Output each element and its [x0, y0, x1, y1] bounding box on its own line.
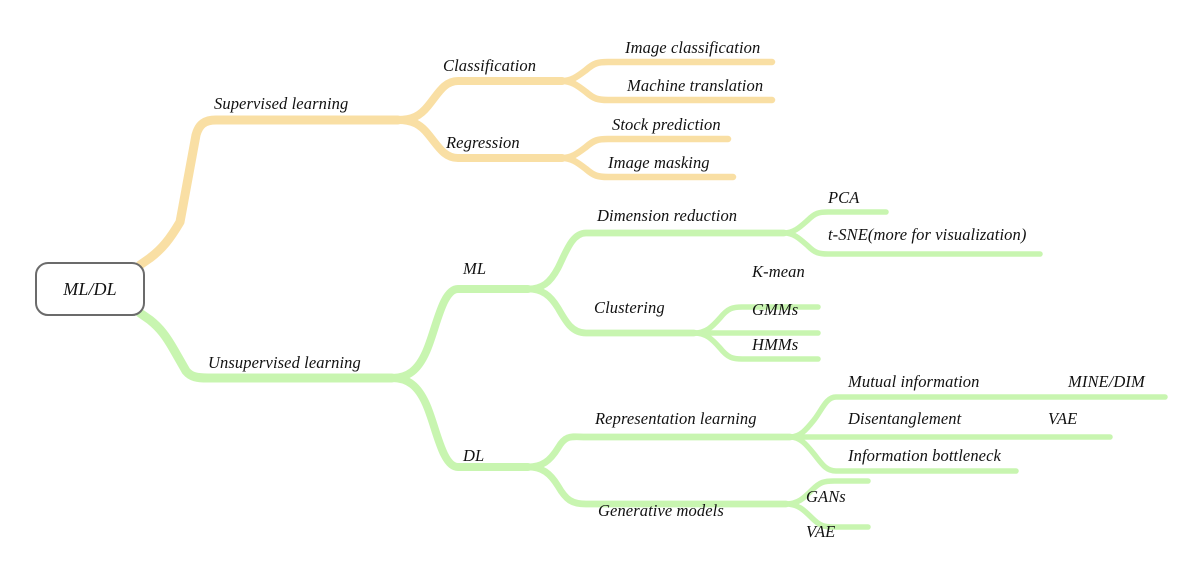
edge-root-supervised: [135, 115, 403, 270]
edge-supervised-regression: [394, 116, 566, 162]
node-vae-generative[interactable]: VAE: [806, 522, 836, 541]
node-generative-models[interactable]: Generative models: [598, 501, 724, 520]
node-dl[interactable]: DL: [463, 446, 485, 465]
node-gans[interactable]: GANs: [806, 487, 846, 506]
node-pca[interactable]: PCA: [828, 188, 860, 207]
edge-generative-models-vae: [783, 501, 871, 530]
node-representation-learning[interactable]: Representation learning: [595, 409, 757, 428]
root-node[interactable]: ML/DL: [35, 262, 145, 316]
edge-unsupervised-dl: [388, 374, 532, 471]
edge-root-unsupervised: [135, 308, 397, 383]
node-regression[interactable]: Regression: [446, 133, 520, 152]
node-vae-disentanglement[interactable]: VAE: [1048, 409, 1078, 428]
node-supervised-learning[interactable]: Supervised learning: [214, 94, 349, 113]
node-ml[interactable]: ML: [463, 259, 487, 278]
edge-ml-dimension-reduction: [524, 229, 788, 293]
root-node-label: ML/DL: [63, 279, 117, 299]
node-image-classification[interactable]: Image classification: [625, 38, 761, 57]
edge-classification-machine-translation: [558, 77, 776, 104]
edge-dimension-reduction-tsne: [781, 230, 1043, 257]
node-image-masking[interactable]: Image masking: [608, 153, 710, 172]
node-mutual-information[interactable]: Mutual information: [848, 372, 980, 391]
node-tsne[interactable]: t-SNE(more for visualization): [828, 225, 1027, 244]
node-gmms[interactable]: GMMs: [752, 300, 799, 319]
node-machine-translation[interactable]: Machine translation: [627, 76, 764, 95]
node-information-bottleneck[interactable]: Information bottleneck: [848, 446, 1001, 465]
node-dimension-reduction[interactable]: Dimension reduction: [597, 206, 738, 225]
node-classification[interactable]: Classification: [443, 56, 537, 75]
node-hmms[interactable]: HMMs: [752, 335, 799, 354]
node-unsupervised-learning[interactable]: Unsupervised learning: [208, 353, 361, 372]
edge-representation-learning-information-bottleneck: [787, 434, 1019, 474]
edge-clustering-hmms: [691, 330, 821, 362]
edge-representation-learning-mutual-information: [787, 394, 1168, 440]
node-clustering[interactable]: Clustering: [594, 298, 665, 317]
node-stock-prediction[interactable]: Stock prediction: [612, 115, 721, 134]
edge-dl-generative-models: [524, 463, 790, 508]
edge-ml-clustering: [524, 285, 698, 337]
node-disentanglement[interactable]: Disentanglement: [848, 409, 962, 428]
edge-unsupervised-ml: [388, 285, 532, 382]
edge-generative-models-gans: [783, 478, 871, 507]
edge-regression-image-masking: [558, 154, 737, 181]
edge-supervised-classification: [394, 77, 566, 124]
node-k-mean[interactable]: K-mean: [752, 262, 805, 281]
edge-dl-representation-learning: [524, 433, 794, 471]
node-mine-dim[interactable]: MINE/DIM: [1068, 372, 1145, 391]
edge-dimension-reduction-pca: [781, 209, 889, 236]
